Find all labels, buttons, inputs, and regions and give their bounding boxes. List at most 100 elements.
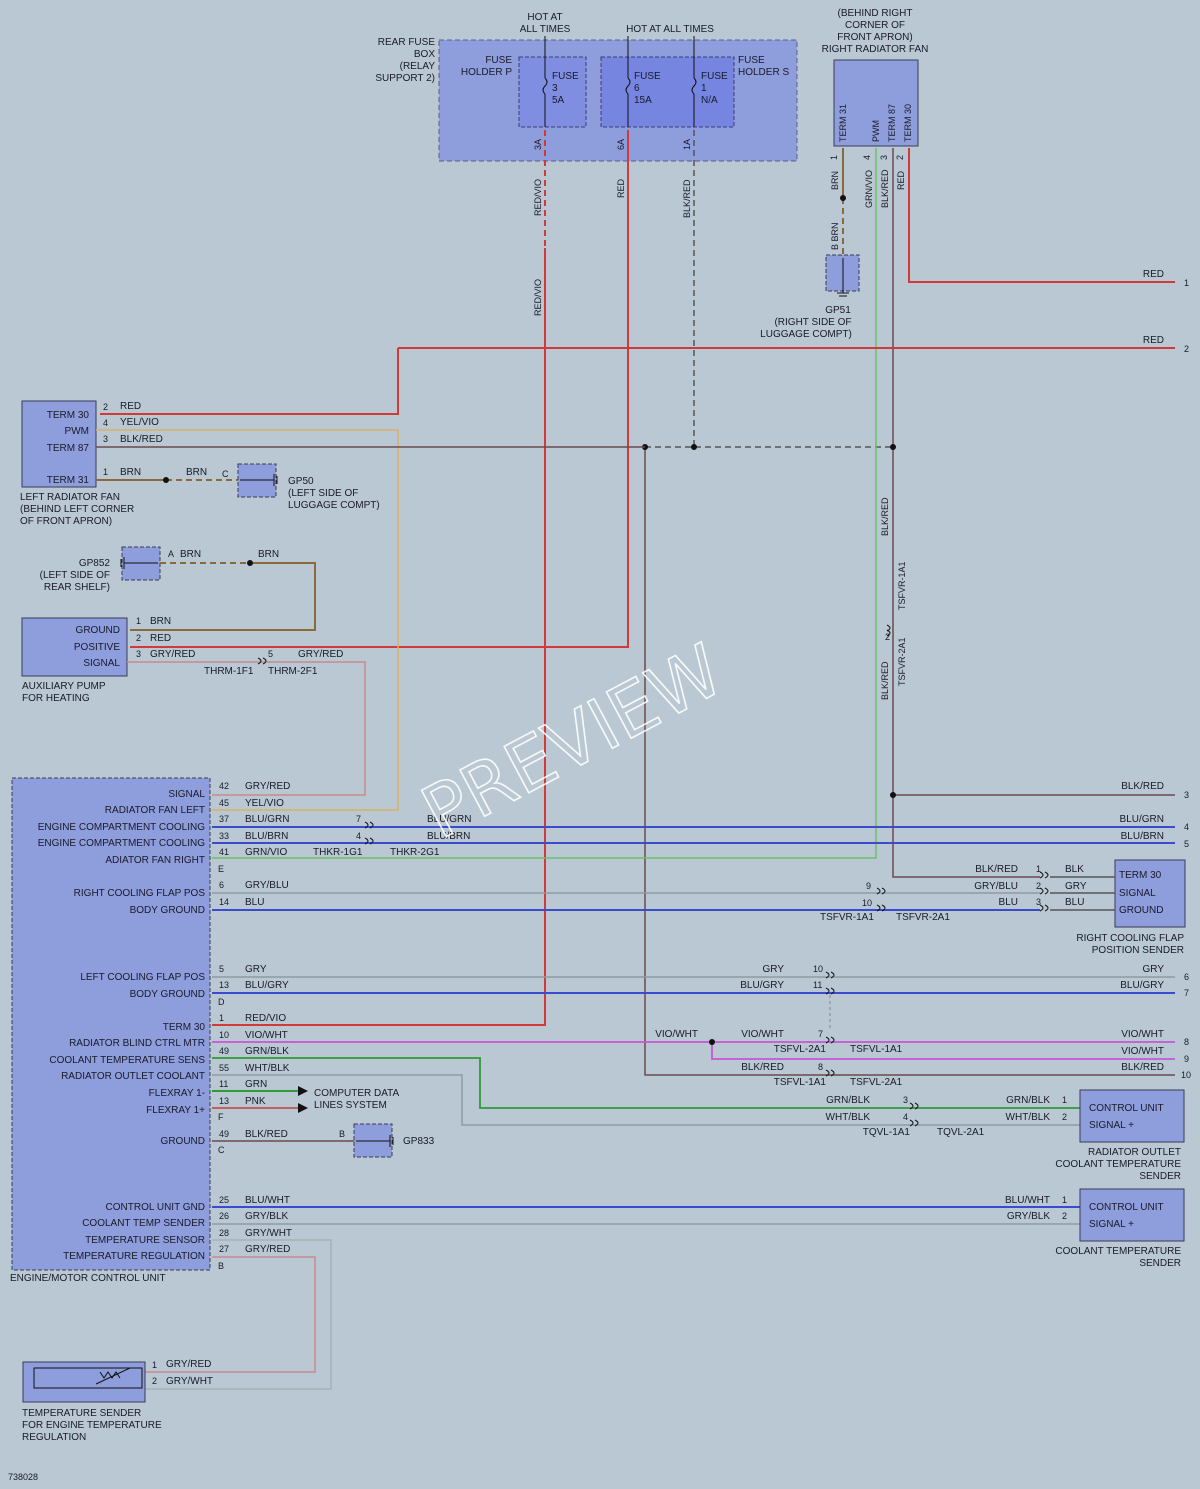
- fuse-holder-p-1: FUSE: [485, 55, 512, 66]
- edge-ref-10: 10: [1181, 1070, 1191, 1080]
- trs-cap-1: TEMPERATURE SENDER: [22, 1408, 141, 1419]
- lbl-wht-blk-out2: WHT/BLK: [1006, 1112, 1051, 1123]
- fuse1-symbol: [542, 57, 548, 127]
- ecu-lbl-6: BODY GROUND: [130, 905, 205, 916]
- wire-red-2: [100, 347, 1175, 415]
- tsfvl-2a1-a: TSFVL-2A1: [774, 1044, 827, 1055]
- ecu-pin-3: 33: [219, 831, 229, 841]
- ecu-lbl-2: ENGINE COMPARTMENT COOLING: [38, 822, 205, 833]
- lbl-brn-gp852: BRN: [180, 549, 201, 560]
- gp852-l2: (LEFT SIDE OF: [40, 570, 110, 581]
- lf-term87: TERM 87: [47, 443, 90, 454]
- ap-cap-1: AUXILIARY PUMP: [22, 681, 106, 692]
- cs-term1: CONTROL UNIT: [1089, 1202, 1164, 1213]
- gp852-ground-icon: [120, 557, 158, 569]
- lbl-blk-red-10: BLK/RED: [1121, 1062, 1164, 1073]
- ecu-pin-14: 13: [219, 1096, 229, 1106]
- lbl-rcf-blu2: BLU: [1065, 897, 1084, 908]
- gp833-pin-b: B: [339, 1129, 345, 1139]
- ecu-pin-6: 14: [219, 897, 229, 907]
- ecu-conn-c: C: [218, 1145, 225, 1155]
- lbl-blu-wht-cs: BLU/WHT: [1005, 1195, 1050, 1206]
- rf-pin2: 2: [895, 155, 905, 160]
- ecu-lbl-1: RADIATOR FAN LEFT: [105, 805, 205, 816]
- tsfvr-pin9: 9: [866, 881, 871, 891]
- ap-ground: GROUND: [76, 625, 120, 636]
- rcf-pin1: 1: [1036, 864, 1041, 874]
- ecu-lbl-8: BODY GROUND: [130, 989, 205, 1000]
- ecu-lbl-12: RADIATOR OUTLET COOLANT: [61, 1071, 205, 1082]
- ecu-lbl-15: GROUND: [161, 1136, 205, 1147]
- connector-symbol: [1039, 871, 1049, 912]
- fuse3-l3: N/A: [701, 95, 718, 106]
- ecu-wire-10: VIO/WHT: [245, 1030, 288, 1041]
- lbl-rcf-blk: BLK: [1065, 864, 1084, 875]
- pin-3a: 3A: [533, 139, 543, 150]
- tqvl-pin3: 3: [903, 1095, 908, 1105]
- thkr1: THKR-1G1: [313, 847, 363, 858]
- connector-symbol: [257, 657, 267, 665]
- ecu-pin-7: 5: [219, 964, 224, 974]
- gp833-ground-icon: [356, 1135, 394, 1147]
- fuse-box-title-4: SUPPORT 2): [375, 73, 435, 84]
- ap-signal: SIGNAL: [83, 658, 120, 669]
- thkr-pin4: 4: [356, 831, 361, 841]
- os-cap-1: RADIATOR OUTLET: [1088, 1147, 1181, 1158]
- lbl-gry-6: GRY: [1143, 964, 1165, 975]
- edge-reference-numbers: 1 2 3 4 5 6 7 8 9 10: [1181, 278, 1191, 1080]
- fuse2-l2: 6: [634, 83, 640, 94]
- lbl-vio-wht-8: VIO/WHT: [1121, 1029, 1164, 1040]
- lf-pwm: PWM: [65, 426, 89, 437]
- gp833-label: GP833: [403, 1136, 435, 1147]
- cs-cap-1: COOLANT TEMPERATURE: [1055, 1246, 1181, 1257]
- rcf-cap-1: RIGHT COOLING FLAP: [1076, 933, 1184, 944]
- splice-dot: [890, 792, 896, 798]
- ecu-pin-4: 41: [219, 847, 229, 857]
- lbl-rcf-blu: BLU: [999, 897, 1018, 908]
- rcf-term30: TERM 30: [1119, 870, 1162, 881]
- fuse1-l2: 3: [552, 83, 558, 94]
- fuse-holder-p-2: HOLDER P: [461, 67, 512, 78]
- rf-pwm: PWM: [871, 120, 881, 142]
- connector-symbol: [825, 971, 835, 995]
- lbl-blk-red-rf: BLK/RED: [880, 169, 890, 208]
- lf-pin3: 3: [103, 434, 108, 444]
- lbl-red-vio-2: RED/VIO: [533, 279, 543, 316]
- lf-pin1: 1: [103, 467, 108, 477]
- thkr-pin7: 7: [356, 814, 361, 824]
- ecu-wire-18: GRY/WHT: [245, 1228, 292, 1239]
- lf-cap-2: (BEHIND LEFT CORNER: [20, 504, 134, 515]
- rf-pin4: 4: [862, 155, 872, 160]
- coolant-temp-sender: [1079, 1188, 1185, 1242]
- gp50-l1: GP50: [288, 476, 314, 487]
- fuse2-symbol: [625, 57, 631, 127]
- os-pin1: 1: [1062, 1095, 1067, 1105]
- lbl-gry-red-trs: GRY/RED: [166, 1359, 211, 1370]
- ecu-wire-15: BLK/RED: [245, 1129, 288, 1140]
- thermistor-icon: [33, 1367, 143, 1389]
- hot-label-1b: ALL TIMES: [520, 24, 571, 35]
- wire-gry-red-reg: [145, 1256, 316, 1373]
- lbl-tsfvr-2a1: TSFVR-2A1: [897, 637, 907, 686]
- ecu-pin-10: 10: [219, 1030, 229, 1040]
- resistor-icon: [95, 1367, 131, 1385]
- ecu-pin-2: 37: [219, 814, 229, 824]
- lbl-rcf-gry-blu: GRY/BLU: [974, 881, 1018, 892]
- lbl-rcf-gry: GRY: [1065, 881, 1087, 892]
- lbl-blk-red-low: BLK/RED: [880, 661, 890, 700]
- ecu-pin-1: 45: [219, 798, 229, 808]
- ecu-pin-13: 11: [219, 1079, 228, 1089]
- lbl-blu-gry-lcf: BLU/GRY: [740, 980, 784, 991]
- arrow-icon: [298, 1086, 308, 1096]
- auxiliary-pump: [21, 617, 128, 677]
- lf-pin4: 4: [103, 418, 108, 428]
- ap-pin1: 1: [136, 616, 141, 626]
- lbl-gry-wht-trs: GRY/WHT: [166, 1376, 213, 1387]
- right-fan-cap-4: RIGHT RADIATOR FAN: [822, 44, 929, 55]
- wire-grn-vio: [212, 148, 877, 859]
- lbl-gry-red-ap2: GRY/RED: [298, 649, 343, 660]
- ap-pin5: 5: [268, 649, 273, 659]
- lbl-yel-vio-lf: YEL/VIO: [120, 417, 159, 428]
- lbl-vio-wht-9: VIO/WHT: [1121, 1046, 1164, 1057]
- wire-gry-wht-reg: [145, 1239, 332, 1390]
